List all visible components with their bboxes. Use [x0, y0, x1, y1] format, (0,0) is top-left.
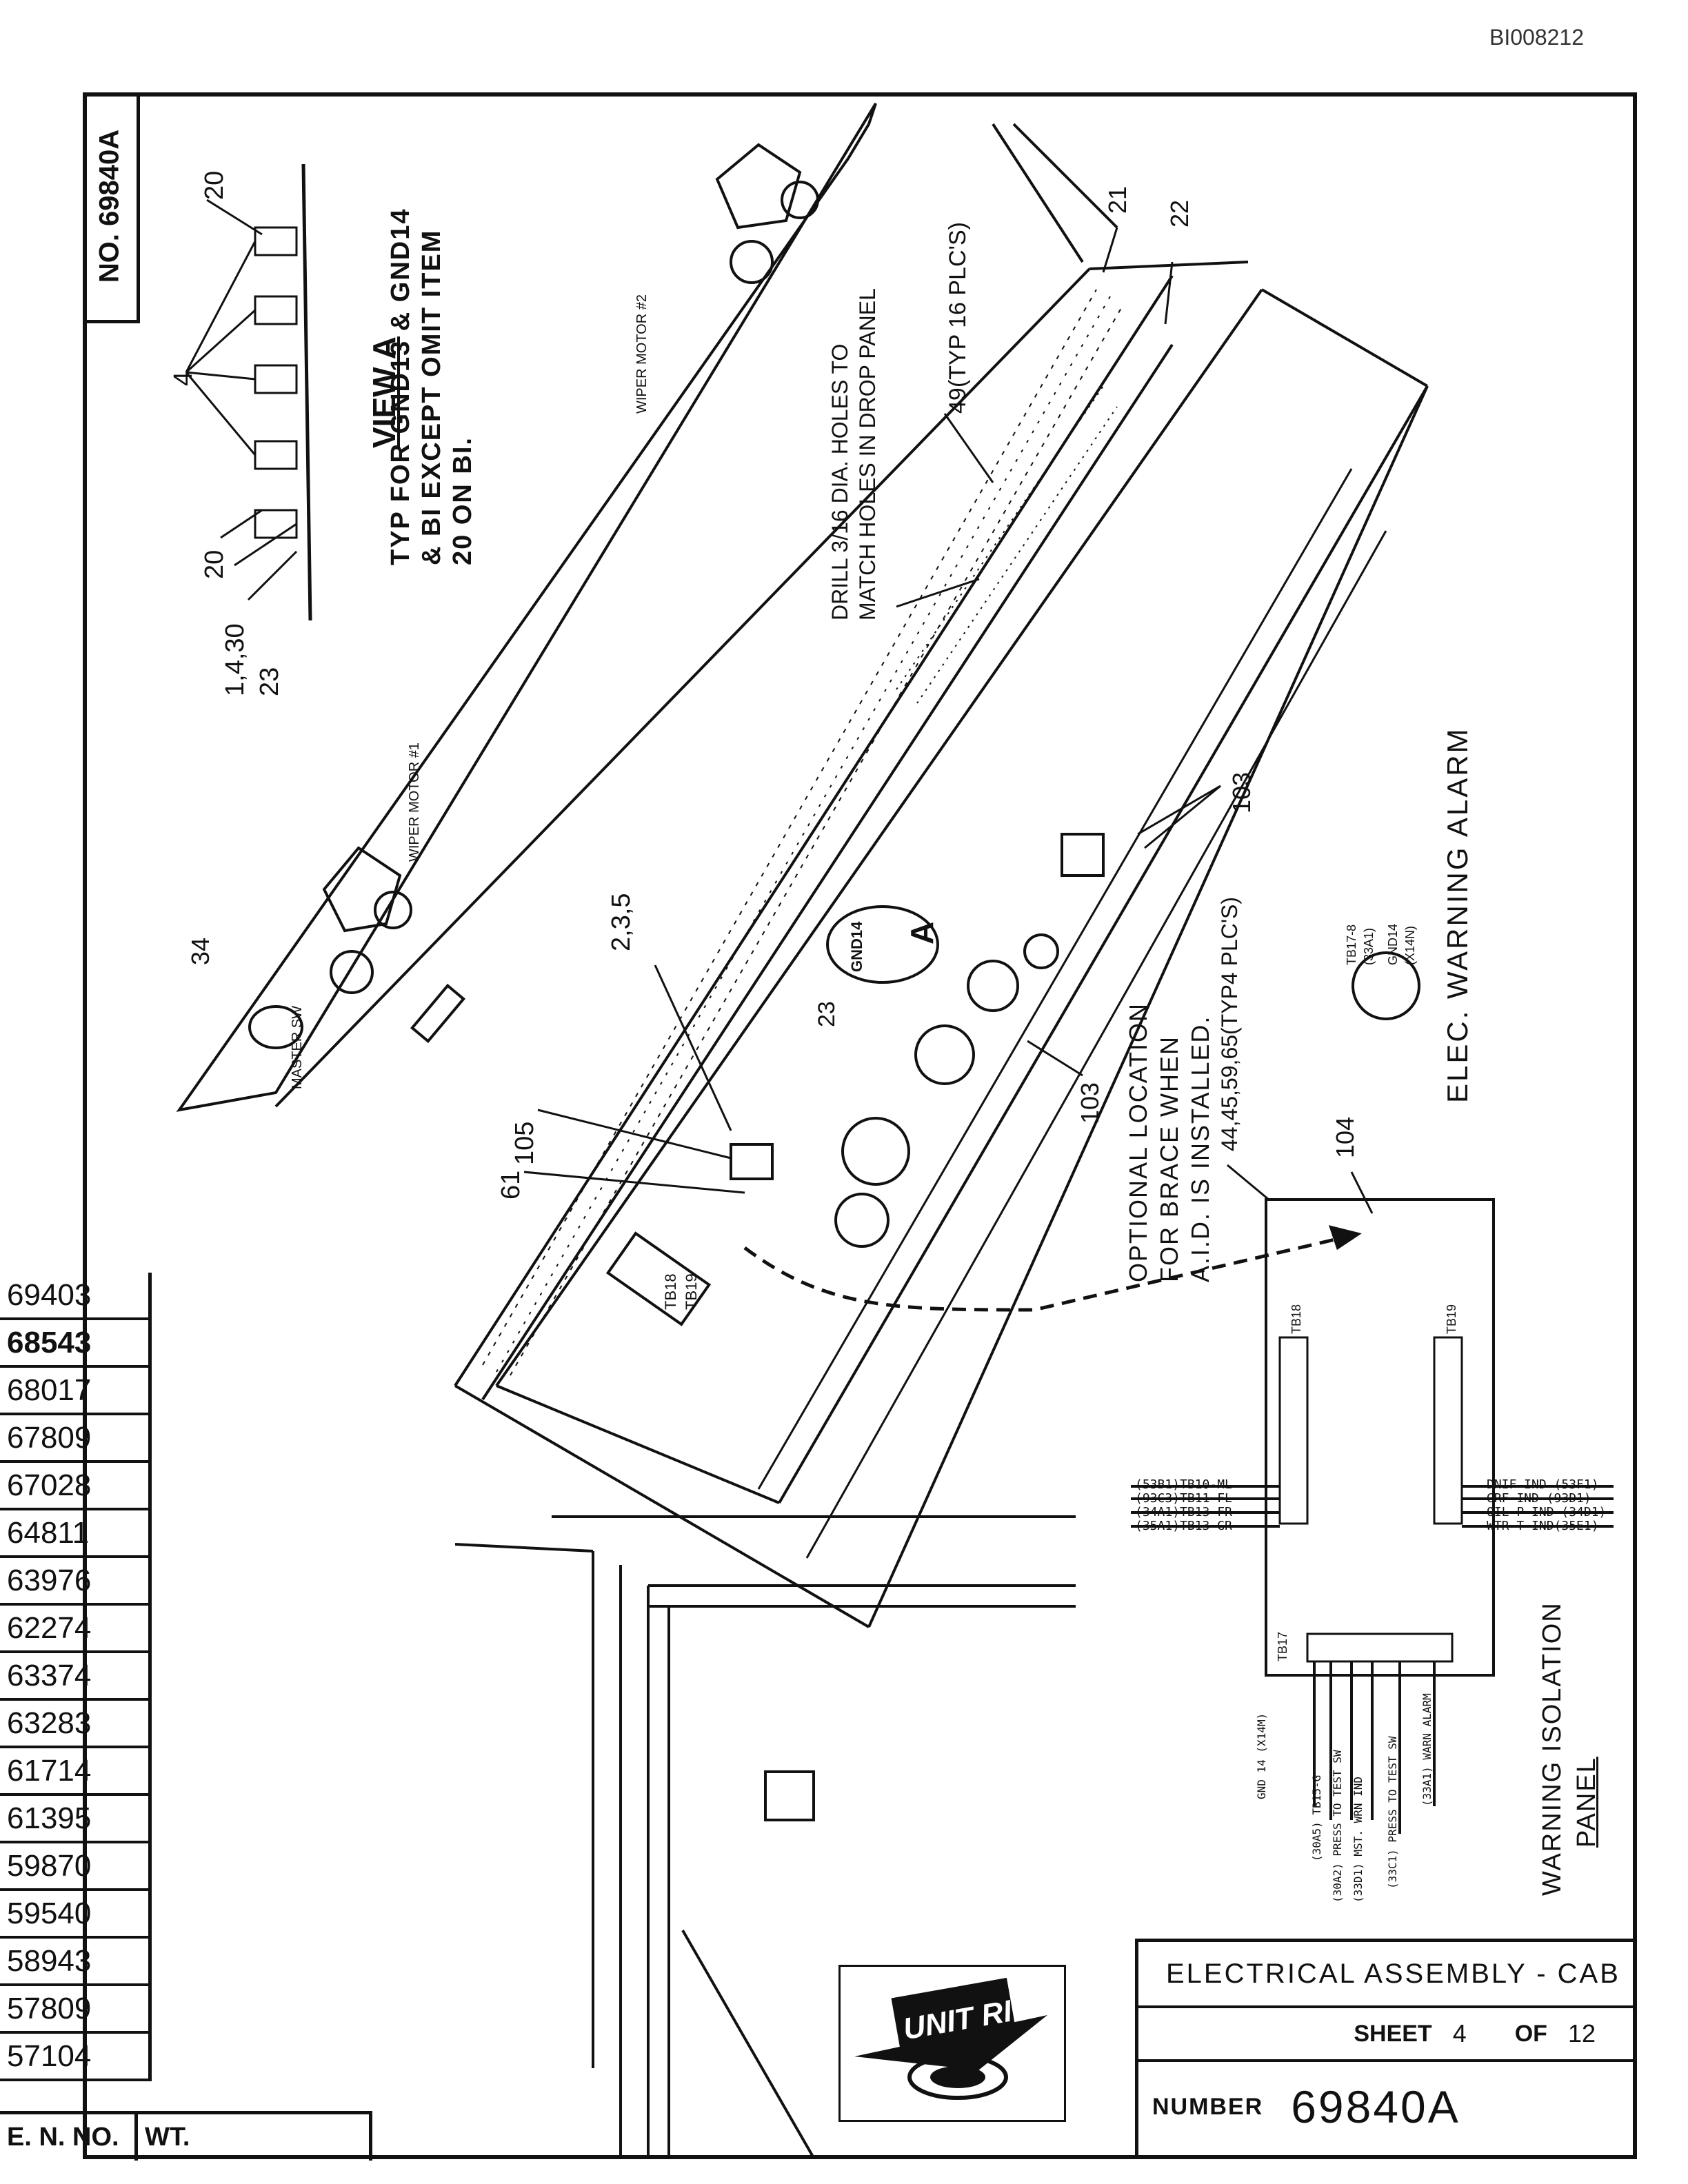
- tb17-wire: (30A2) PRESS TO TEST SW: [1331, 1750, 1344, 1903]
- wt-label: WT.: [145, 2123, 190, 2152]
- drill-note-1: DRILL 3/16 DIA. HOLES TO: [827, 343, 852, 620]
- revision-row: 59540: [0, 1891, 152, 1939]
- callout-2-3-5: 2,3,5: [607, 893, 636, 951]
- revision-row: 59870: [0, 1843, 152, 1891]
- drawing-border: [83, 92, 1637, 2159]
- tb19-wire-list: DNIF IND (53F1) GRF IND (93D1) OIL P IND…: [1487, 1478, 1606, 1533]
- callout-23: 23: [814, 1001, 840, 1027]
- drawing-number: 69840A: [1291, 2081, 1460, 2132]
- view-a-callout-4: 4: [169, 371, 198, 386]
- view-a-marker: A: [904, 921, 940, 944]
- tb19-wire: WTR T IND(35E1): [1487, 1519, 1599, 1533]
- revision-row: 63976: [0, 1558, 152, 1606]
- gnd14-marker: GND14: [848, 921, 865, 972]
- isolation-tb17-label: TB17: [1276, 1631, 1289, 1661]
- tb17-wire: GND 14 (X14M): [1255, 1712, 1268, 1799]
- callout-49: 49(TYP 16 PLC'S): [945, 222, 971, 414]
- callout-21: 21: [1103, 185, 1132, 214]
- tb17-wire: (33D1) MST. WRN IND: [1352, 1776, 1365, 1903]
- revision-row: 68543: [0, 1320, 152, 1368]
- eno-wt-row: E. N. NO. WT.: [0, 2111, 372, 2161]
- view-a-note-1: TYP FOR GND13 & GND14: [386, 208, 415, 565]
- isolation-title-2: PANEL: [1572, 1757, 1601, 1848]
- wiper-motor-1-label: WIPER MOTOR #1: [407, 742, 422, 862]
- wiper-motor-2-label: WIPER MOTOR #2: [634, 294, 650, 414]
- revision-row: 64811: [0, 1510, 152, 1558]
- view-a-callout-20-top: 20: [200, 170, 229, 200]
- revision-row: 61714: [0, 1748, 152, 1796]
- optional-note-2: FOR BRACE WHEN: [1155, 1035, 1183, 1282]
- alarm-label-2: (33A1): [1362, 927, 1376, 965]
- tb17-wire: (33C1) PRESS TO TEST SW: [1386, 1736, 1399, 1889]
- of-label: OF: [1514, 2020, 1547, 2047]
- document-id: BI008212: [1489, 25, 1585, 50]
- tb17-wire: (30A5) TB15-G: [1310, 1775, 1323, 1861]
- revision-row: 62274: [0, 1606, 152, 1653]
- title-block: ELECTRICAL ASSEMBLY - CAB SHEET 4 OF 12 …: [1135, 1939, 1637, 2159]
- revision-row: 63374: [0, 1653, 152, 1701]
- alarm-label-3: GND14: [1386, 923, 1400, 965]
- isolation-tb18-label: TB18: [1289, 1304, 1303, 1334]
- tb18-wire-list: (53B1)TB10-ML (93C3)TB11-FL (34A1)TB13-F…: [1135, 1478, 1232, 1533]
- logo-graphic: [854, 1977, 1047, 2100]
- eno-label: E. N. NO.: [0, 2114, 138, 2161]
- corner-number-box: NO. 69840A: [83, 92, 140, 323]
- tb18-wire: (53B1)TB10-ML: [1135, 1477, 1232, 1492]
- tb17-wire: (33A1) WARN ALARM: [1420, 1693, 1434, 1806]
- revision-row: 67028: [0, 1463, 152, 1510]
- view-a-callout-20-bottom: 20: [200, 549, 229, 579]
- sheet-number: 4: [1452, 2019, 1467, 2048]
- revision-row: 57809: [0, 1986, 152, 2034]
- optional-items: 44,45,59,65(TYP4 PLC'S): [1217, 897, 1242, 1151]
- optional-note-3: A.I.D. IS INSTALLED.: [1186, 1015, 1214, 1282]
- revision-row: 61395: [0, 1796, 152, 1843]
- view-a-note-3: 20 ON BI.: [448, 436, 477, 565]
- revision-row: 68017: [0, 1368, 152, 1415]
- number-row: NUMBER 69840A: [1138, 2062, 1637, 2152]
- tb19-wire: DNIF IND (53F1): [1487, 1477, 1599, 1492]
- drill-note-2: MATCH HOLES IN DROP PANEL: [855, 288, 880, 620]
- drawing-title: ELECTRICAL ASSEMBLY - CAB: [1138, 1942, 1637, 2008]
- optional-note-1: OPTIONAL LOCATION: [1124, 1002, 1152, 1282]
- revision-row: 63283: [0, 1701, 152, 1748]
- tb19-wire: OIL P IND (34D1): [1487, 1505, 1607, 1519]
- revision-row: 67809: [0, 1415, 152, 1463]
- callout-103-bottom: 103: [1076, 1082, 1104, 1124]
- callout-104: 104: [1331, 1116, 1359, 1158]
- view-a-callout-23: 23: [255, 667, 284, 696]
- revision-row: 58943: [0, 1939, 152, 1986]
- unit-rig-logo: UNIT RIG: [838, 1965, 1066, 2122]
- isolation-title-1: WARNING ISOLATION: [1538, 1601, 1567, 1896]
- tb18-wire: (93C3)TB11-FL: [1135, 1491, 1232, 1506]
- sheet-label: SHEET: [1354, 2020, 1432, 2047]
- tb18-wire: (35A1)TB13-GR: [1135, 1519, 1232, 1533]
- tb19-wire: GRF IND (93D1): [1487, 1491, 1591, 1506]
- panel-tb18-label: TB18: [662, 1273, 679, 1310]
- master-switch-label: MASTER SW: [290, 1005, 305, 1089]
- sheet-total: 12: [1567, 2019, 1596, 2048]
- revision-row: 69403: [0, 1273, 152, 1320]
- revision-row: 57104: [0, 2034, 152, 2081]
- sheet-row: SHEET 4 OF 12: [1138, 2008, 1637, 2062]
- callout-61: 61: [496, 1170, 525, 1200]
- tb18-wire: (34A1)TB13-FR: [1135, 1505, 1232, 1519]
- view-a-note-2: & BI EXCEPT OMIT ITEM: [417, 229, 446, 565]
- callout-34: 34: [186, 937, 214, 965]
- alarm-label-1: TB17-8: [1345, 924, 1358, 965]
- revision-table: 69403 68543 68017 67809 67028 64811 6397…: [0, 1273, 152, 2081]
- callout-105: 105: [510, 1121, 539, 1165]
- callout-103-top: 103: [1227, 771, 1256, 813]
- panel-tb19-label: TB19: [683, 1273, 700, 1310]
- view-a-callout-1-4-30: 1,4,30: [221, 623, 250, 696]
- alarm-title: ELEC. WARNING ALARM: [1441, 727, 1474, 1103]
- callout-22: 22: [1165, 199, 1194, 228]
- isolation-tb19-label: TB19: [1445, 1304, 1458, 1334]
- number-label: NUMBER: [1152, 2093, 1264, 2120]
- alarm-label-4: (X14N): [1403, 925, 1417, 965]
